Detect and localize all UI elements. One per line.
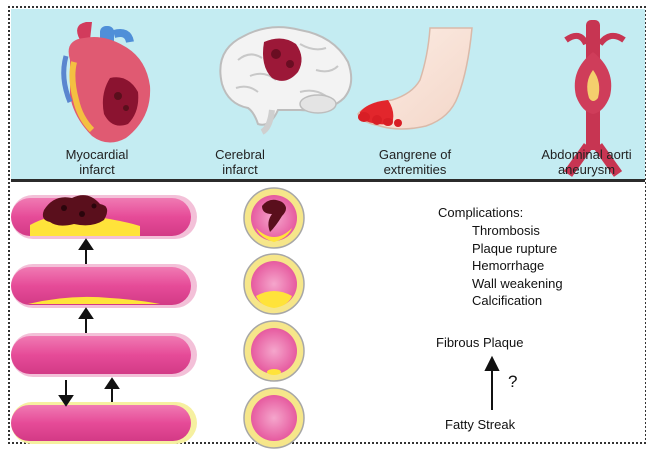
label-gangrene: Gangrene of extremities — [355, 147, 475, 177]
label-cerebral-infarct: Cerebral infarct — [190, 147, 290, 177]
heart-icon — [64, 22, 150, 143]
vessel-stage-fibrous-plaque — [11, 264, 197, 308]
complication-item: Calcification — [472, 292, 563, 310]
complication-item: Plaque rupture — [472, 240, 563, 258]
complication-item: Hemorrhage — [472, 257, 563, 275]
complication-item: Thrombosis — [472, 222, 563, 240]
label-abdominal-aneurysm: Abdominal aorti aneurysm — [524, 147, 649, 177]
label-myocardial-infarct: Myocardial infarct — [42, 147, 152, 177]
fatty-to-fibrous-arrow — [486, 358, 498, 410]
uncertain-progression-mark: ? — [508, 372, 517, 392]
complication-item: Wall weakening — [472, 275, 563, 293]
brain-icon — [220, 27, 351, 132]
vessel-stage-normal — [11, 402, 197, 444]
cross-section-normal — [244, 388, 304, 448]
fibrous-plaque-label: Fibrous Plaque — [436, 335, 523, 350]
foot-icon — [358, 28, 472, 129]
complications-list: Thrombosis Plaque rupture Hemorrhage Wal… — [472, 222, 563, 310]
cross-section-complicated — [244, 188, 304, 248]
cross-section-fibrous-plaque — [244, 254, 304, 314]
vessel-stage-complicated — [11, 195, 197, 239]
complications-title: Complications: — [438, 205, 523, 220]
fatty-streak-label: Fatty Streak — [445, 417, 515, 432]
cross-section-fatty-streak — [244, 321, 304, 381]
vessel-stage-fatty-streak — [11, 333, 197, 377]
